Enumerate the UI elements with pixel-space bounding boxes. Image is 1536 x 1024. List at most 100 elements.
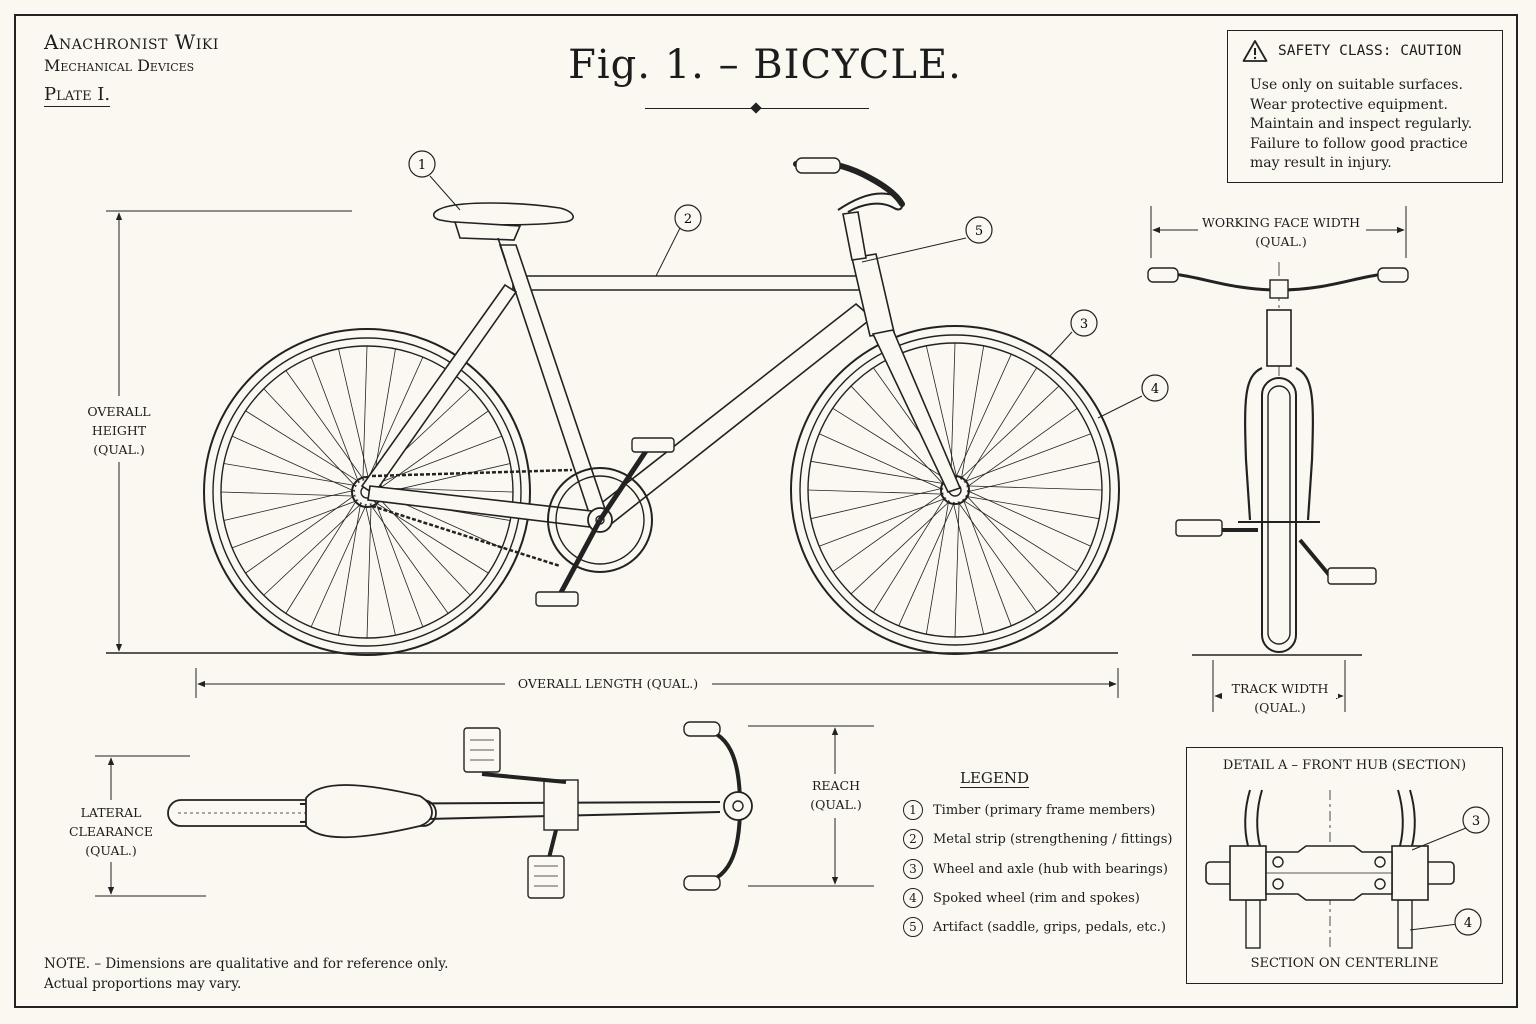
plate-label: Plate I. xyxy=(44,84,111,107)
dim-text: REACH xyxy=(811,778,861,793)
note-line: NOTE. – Dimensions are qualitative and f… xyxy=(44,956,449,972)
legend-label: Metal strip (strengthening / fittings) xyxy=(933,831,1173,847)
spoke xyxy=(285,498,358,614)
spoke xyxy=(961,499,1078,573)
legend-number: 1 xyxy=(903,800,923,820)
dim-text: (QUAL.) xyxy=(93,442,145,457)
legend-label: Wheel and axle (hub with bearings) xyxy=(933,861,1168,877)
spoke xyxy=(898,501,955,626)
legend-item: 5 Artifact (saddle, grips, pedals, etc.) xyxy=(903,917,1166,937)
dim-text: TRACK WIDTH xyxy=(1222,679,1338,698)
spoke xyxy=(819,433,944,490)
safety-line: may result in injury. xyxy=(1250,155,1392,171)
crank-arm-lower xyxy=(555,518,603,600)
legend-item: 3 Wheel and axle (hub with bearings) xyxy=(903,859,1168,879)
callout-markers: 1 2 3 4 5 3 4 xyxy=(408,150,1490,936)
spoke xyxy=(952,501,985,635)
safety-line: Wear protective equipment. xyxy=(1250,96,1448,113)
spoke xyxy=(362,345,368,481)
dim-text: LATERAL xyxy=(80,805,142,820)
dim-text: (QUAL.) xyxy=(85,843,137,858)
legend-label: Timber (primary frame members) xyxy=(933,802,1156,818)
rear-wheel xyxy=(203,328,531,656)
spoke xyxy=(966,460,1100,493)
spoke xyxy=(263,502,363,596)
spoke xyxy=(963,433,1091,483)
safety-line: Use only on suitable surfaces. xyxy=(1250,77,1463,93)
note: NOTE. – Dimensions are qualitative and f… xyxy=(44,954,448,994)
spoke xyxy=(966,490,1091,547)
overall-length-label: OVERALL LENGTH (QUAL.) xyxy=(508,674,708,693)
reach-label: REACH (QUAL.) xyxy=(802,776,870,814)
safety-box: SAFETY CLASS: CAUTION Use only on suitab… xyxy=(1227,30,1503,183)
figure-title: Fig. 1. – BICYCLE. xyxy=(568,42,962,88)
spoke xyxy=(964,367,1038,484)
bicycle-frame xyxy=(360,211,962,530)
spoke xyxy=(366,503,372,639)
safety-line: Failure to follow good practice xyxy=(1250,135,1468,152)
spoke xyxy=(872,496,946,613)
detail-callout-4: 4 xyxy=(1464,916,1472,931)
legend-number: 4 xyxy=(903,888,923,908)
spoke xyxy=(231,435,356,492)
detail-footer: SECTION ON CENTERLINE xyxy=(1250,956,1439,971)
dim-text: (QUAL.) xyxy=(1255,234,1307,249)
spoke xyxy=(377,496,471,596)
legend-number: 3 xyxy=(903,859,923,879)
callout-4: 4 xyxy=(1151,382,1159,397)
crank-arm-upper xyxy=(597,446,651,522)
spoke xyxy=(310,356,360,484)
callout-5: 5 xyxy=(975,224,983,239)
legend-item: 4 Spoked wheel (rim and spokes) xyxy=(903,888,1140,908)
spoke xyxy=(966,408,1078,488)
spoke xyxy=(850,500,951,595)
plan-view xyxy=(167,721,753,899)
spoke xyxy=(850,385,945,486)
plate-frame xyxy=(14,14,1518,1008)
legend-title: LEGEND xyxy=(960,769,1029,788)
spoke xyxy=(245,494,356,574)
spoke xyxy=(374,500,424,628)
spoke xyxy=(957,501,1037,613)
callout-1: 1 xyxy=(418,158,426,173)
wiki-title: Anachronist Wiki xyxy=(44,30,219,54)
chain xyxy=(371,468,573,568)
spoke xyxy=(807,489,944,495)
overall-height-label: OVERALL HEIGHT (QUAL.) xyxy=(76,402,162,459)
front-wheel xyxy=(790,325,1120,655)
lateral-clearance-label: LATERAL CLEARANCE (QUAL.) xyxy=(62,803,160,860)
spoke xyxy=(965,494,1060,595)
legend-label: Spoked wheel (rim and spokes) xyxy=(933,890,1140,906)
spoke xyxy=(231,499,359,549)
hub-section-detail xyxy=(1205,789,1467,949)
detail-title: DETAIL A – FRONT HUB (SECTION) xyxy=(1222,758,1467,773)
safety-line: Maintain and inspect regularly. xyxy=(1250,116,1473,132)
legend-item: 1 Timber (primary frame members) xyxy=(903,800,1155,820)
pedal-lower xyxy=(535,591,579,607)
legend-item: 2 Metal strip (strengthening / fittings) xyxy=(903,829,1172,849)
legend-label: Artifact (saddle, grips, pedals, etc.) xyxy=(933,919,1166,935)
dim-text: OVERALL xyxy=(87,404,151,419)
note-line: Actual proportions may vary. xyxy=(44,976,242,992)
callout-3: 3 xyxy=(1080,317,1088,332)
warning-triangle-icon xyxy=(1242,40,1268,62)
callout-2: 2 xyxy=(684,212,692,227)
safety-title: SAFETY CLASS: CAUTION xyxy=(1278,43,1462,59)
spoke xyxy=(962,498,1012,626)
spoke xyxy=(364,503,396,636)
dim-text: (QUAL.) xyxy=(1254,700,1306,715)
spoke xyxy=(954,501,960,638)
working-face-width-label: WORKING FACE WIDTH (QUAL.) xyxy=(1198,213,1364,251)
legend-number: 2 xyxy=(903,829,923,849)
spoke xyxy=(263,388,357,488)
pedal-upper xyxy=(631,437,675,453)
saddle xyxy=(432,202,574,263)
detail-box: DETAIL A – FRONT HUB (SECTION) SECTION O… xyxy=(1186,747,1503,984)
spoke xyxy=(819,497,947,547)
front-grip xyxy=(795,157,841,174)
dim-text: CLEARANCE xyxy=(68,824,154,839)
spoke xyxy=(369,503,449,614)
spoke xyxy=(959,385,1060,480)
callout-leaders xyxy=(429,175,1143,419)
